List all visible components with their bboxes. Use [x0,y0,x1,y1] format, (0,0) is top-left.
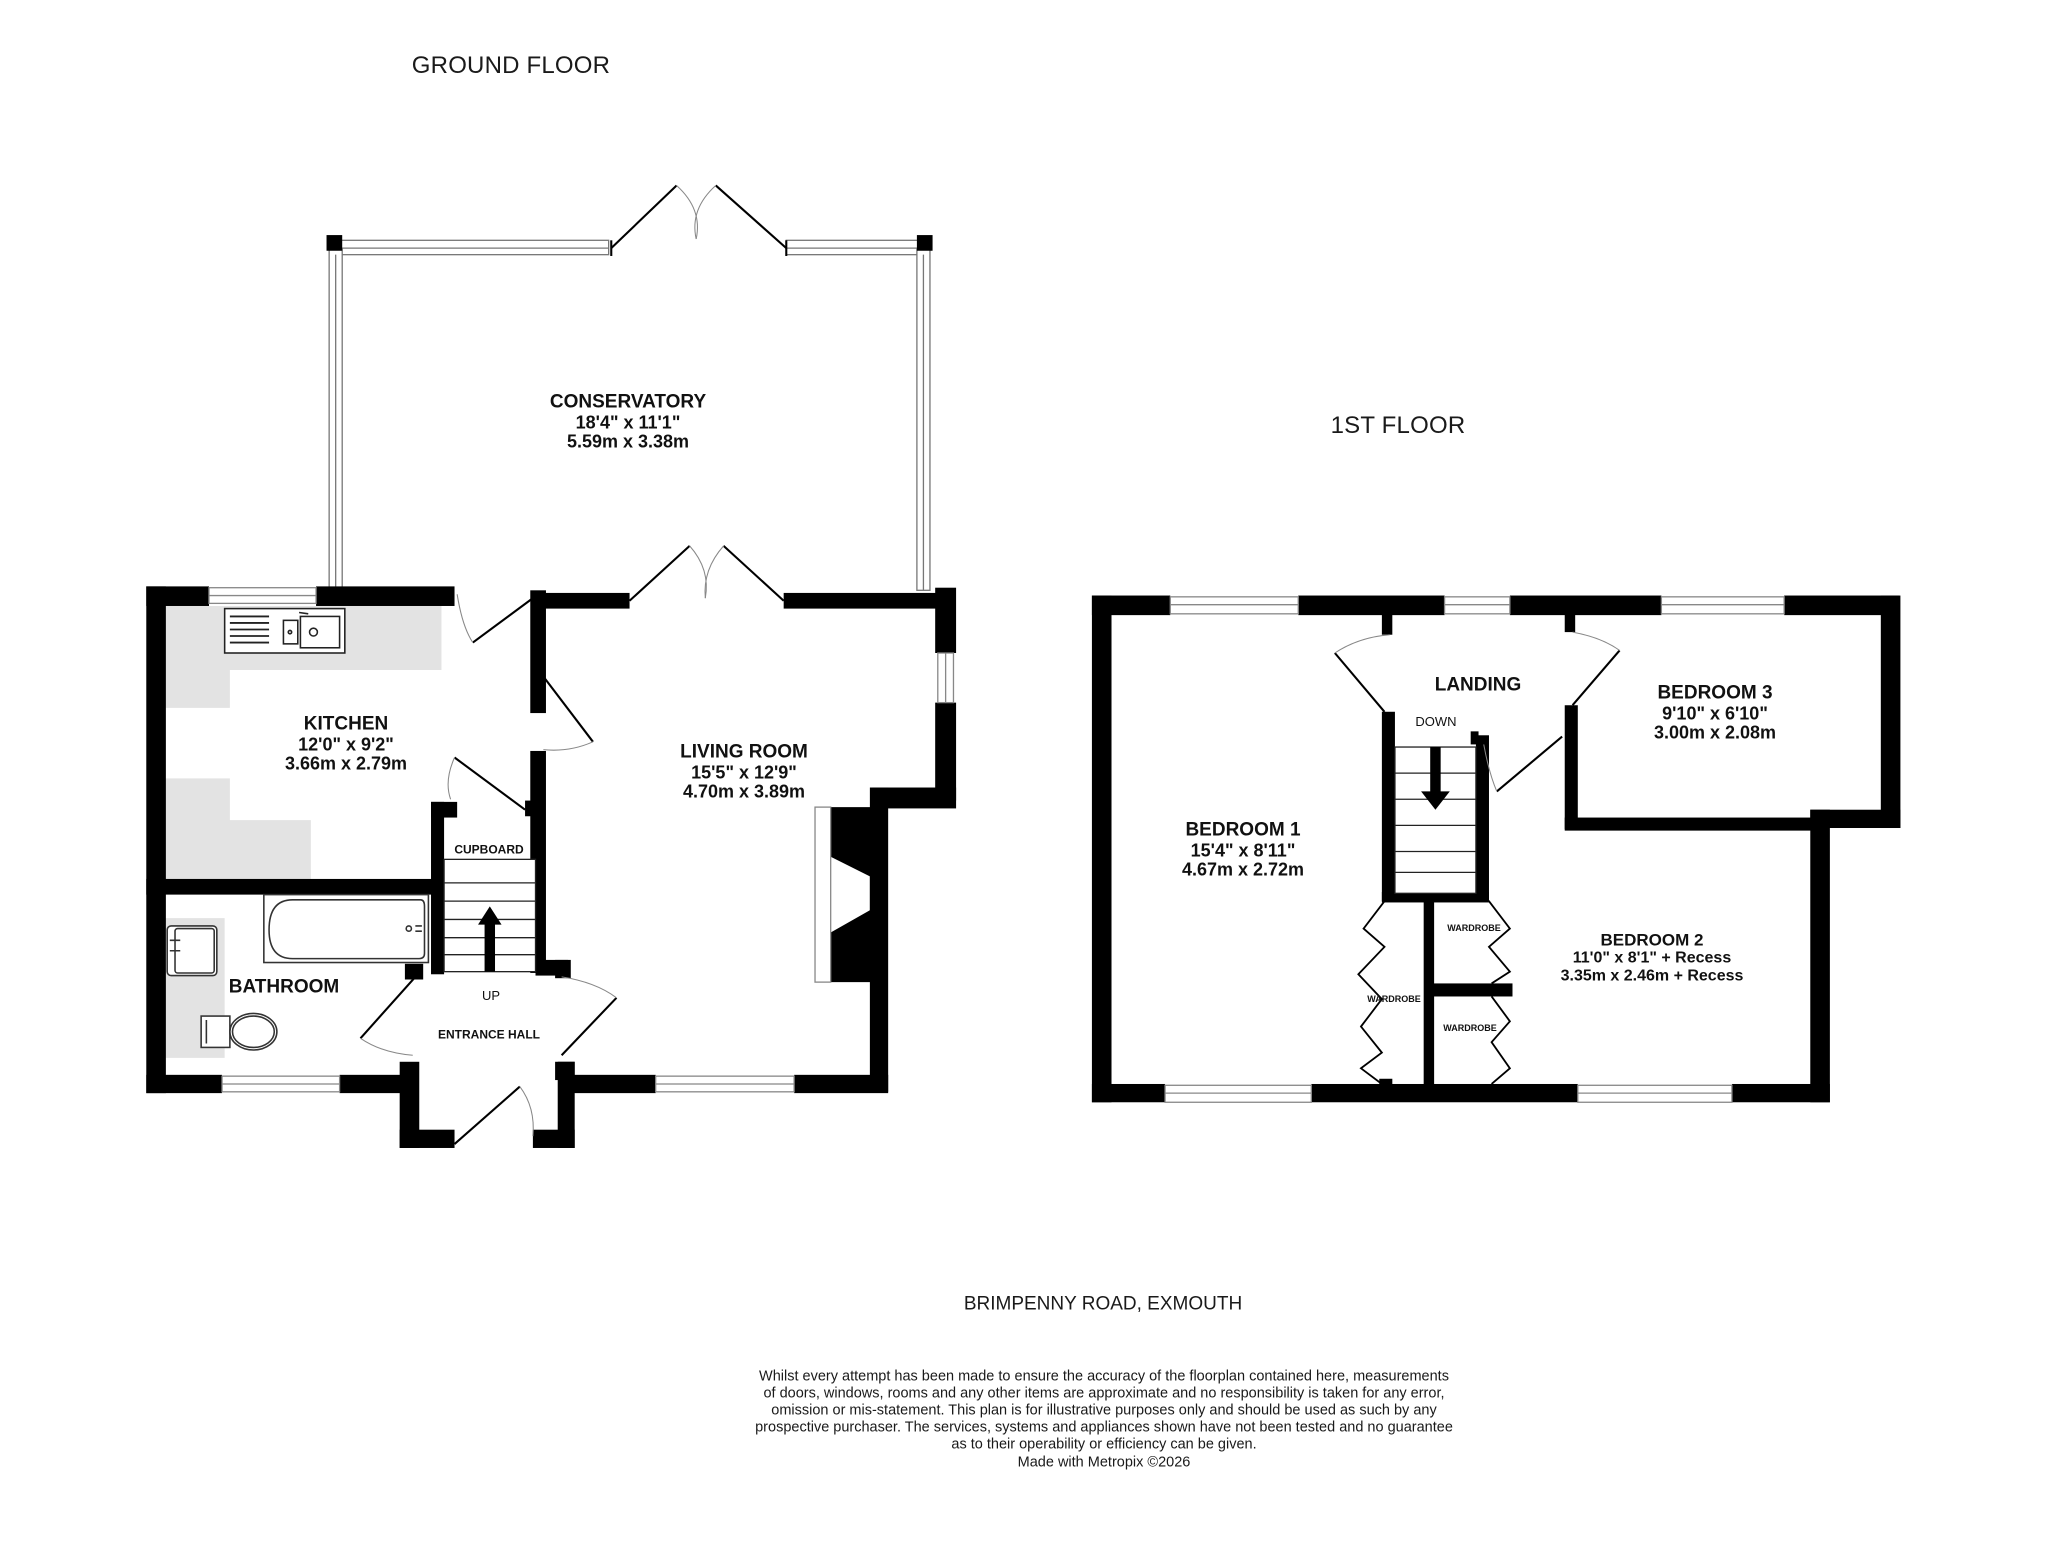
ground-floor-walls [146,586,957,1148]
first-floor-windows [1164,596,1785,1103]
room-label-cupboard: CUPBOARD [454,842,524,857]
stairs-down-arrow-icon [1421,747,1450,810]
room-dimensions-imperial: 9'10" x 6'10" [1662,702,1768,723]
room-dimensions-imperial: 11'0" x 8'1" + Recess [1572,949,1732,967]
conservatory-posts [326,235,933,251]
ground-floor-doors [359,545,785,1145]
room-name: BEDROOM 1 [1185,819,1301,841]
room-label-conservatory: CONSERVATORY 18'4" x 11'1" 5.59m x 3.38m [550,392,706,451]
wardrobe-doors [1357,900,1512,1085]
room-label-landing: LANDING [1434,674,1522,696]
room-label-bedroom-1: BEDROOM 1 15'4" x 8'11" 4.67m x 2.72m [1182,820,1304,879]
room-name: LIVING ROOM [680,741,808,763]
wardrobe-label-bedroom2-lower: WARDROBE [1443,1023,1497,1034]
room-name: BEDROOM 3 [1657,682,1773,704]
stairs-down-label: DOWN [1415,713,1457,729]
wardrobe-label-bedroom2-upper: WARDROBE [1447,923,1501,934]
room-dimensions-metric: 4.67m x 2.72m [1181,859,1305,880]
credit-line: Made with Metropix ©2026 [1017,1454,1191,1471]
room-dimensions-imperial: 18'4" x 11'1" [575,411,681,432]
room-dimensions-metric: 3.66m x 2.79m [284,753,408,774]
first-floor-plan [1091,595,1901,1103]
room-dimensions-imperial: 15'4" x 8'11" [1190,839,1296,860]
room-label-bedroom-2: BEDROOM 2 11'0" x 8'1" + Recess 3.35m x … [1560,930,1744,985]
room-name: KITCHEN [303,713,389,735]
wardrobe-label-bedroom1: WARDROBE [1367,994,1421,1005]
first-floor-title: 1ST FLOOR [1330,412,1466,440]
disclaimer-line: prospective purchaser. The services, sys… [755,1420,1453,1436]
disclaimer-text: Whilst every attempt has been made to en… [714,1369,1494,1472]
room-dimensions-metric: 4.70m x 3.89m [682,781,806,802]
property-address: BRIMPENNY ROAD, EXMOUTH [963,1293,1243,1315]
room-name: CONSERVATORY [549,391,707,413]
room-dimensions-metric: 5.59m x 3.38m [566,431,690,452]
conservatory-french-doors [610,184,788,256]
disclaimer-line: Whilst every attempt has been made to en… [759,1368,1449,1385]
room-dimensions-imperial: 15'5" x 12'9" [691,761,797,782]
room-label-kitchen: KITCHEN 12'0" x 9'2" 3.66m x 2.79m [285,714,407,773]
room-dimensions-metric: 3.35m x 2.46m + Recess [1560,967,1744,985]
disclaimer-line: as to their operability or efficiency ca… [951,1437,1257,1454]
first-floor-doors [1334,649,1621,793]
room-label-entrance-hall: ENTRANCE HALL [438,1027,540,1042]
disclaimer-line: of doors, windows, rooms and any other i… [763,1385,1445,1402]
ground-floor-plan [146,184,957,1148]
kitchen-sink-icon [223,607,346,654]
wash-basin-icon [166,925,218,977]
stairs-up-label: UP [481,987,501,1003]
stairs-up-arrow-icon [478,906,502,972]
bathtub-icon [263,893,430,964]
room-label-bedroom-3: BEDROOM 3 9'10" x 6'10" 3.00m x 2.08m [1654,683,1776,742]
room-name: BEDROOM 2 [1600,930,1704,950]
ground-floor-title: GROUND FLOOR [411,52,611,80]
room-label-bathroom: BATHROOM [228,976,340,998]
ground-floor-windows [208,587,955,1093]
room-dimensions-imperial: 12'0" x 9'2" [298,733,394,754]
first-floor-walls [1091,595,1901,1103]
room-label-living-room: LIVING ROOM 15'5" x 12'9" 4.70m x 3.89m [680,742,808,801]
toilet-icon [200,1012,278,1051]
disclaimer-line: omission or mis-statement. This plan is … [771,1402,1437,1419]
room-dimensions-metric: 3.00m x 2.08m [1653,722,1777,743]
